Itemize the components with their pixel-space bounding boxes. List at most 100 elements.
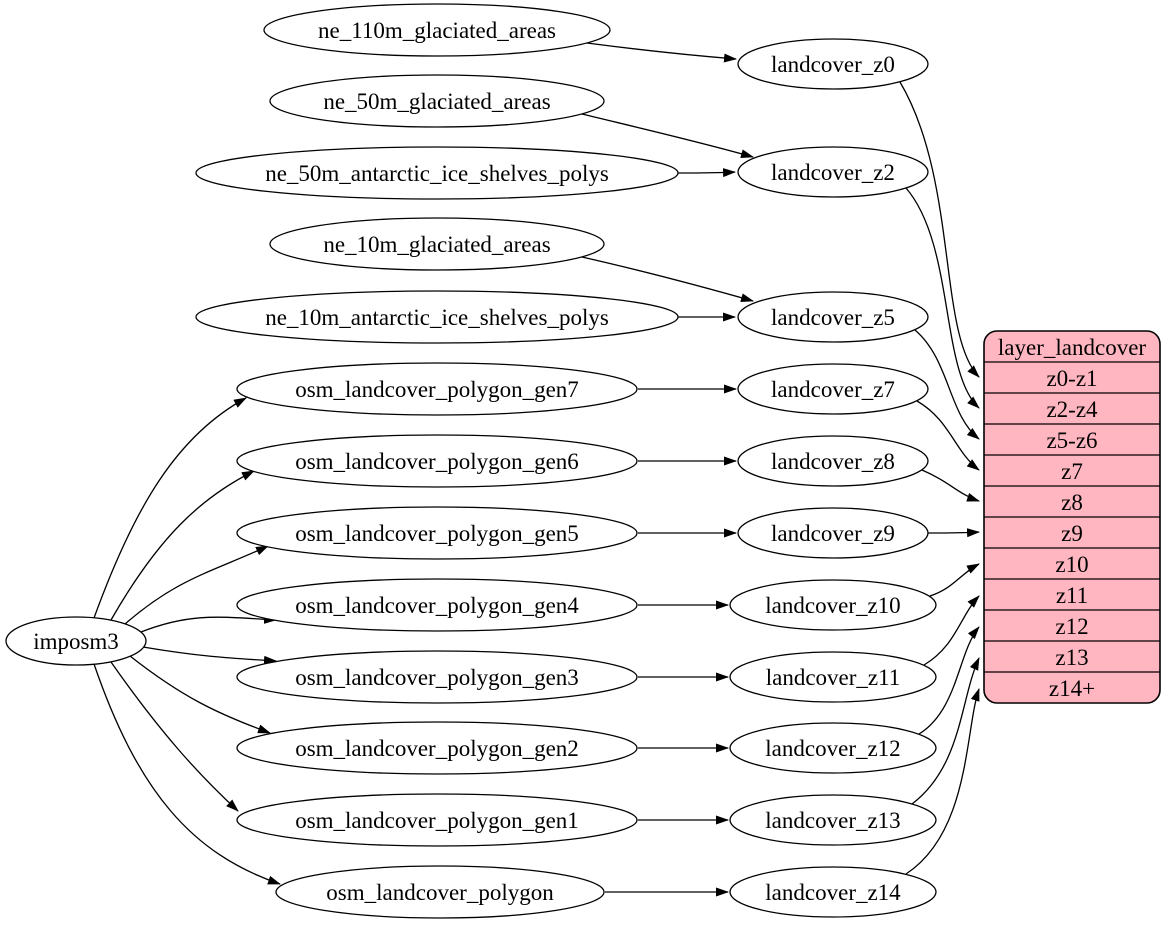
- node-landcover-z10-label: landcover_z10: [765, 593, 900, 618]
- node-ne-10m-antarctic-ice-shelves-polys-shape: [195, 290, 679, 344]
- table-row-z7: z7: [1061, 459, 1083, 484]
- node-landcover-z2: landcover_z2: [737, 146, 929, 198]
- edge-ne110m-glaciated-to-landcover-z0: [586, 42, 737, 63]
- node-landcover-z9-shape: [737, 507, 929, 559]
- edge-imposm3-to-gen4: [140, 614, 277, 633]
- layer-landcover-table: layer_landcover z0-z1 z2-z4 z5-z6 z7 z8 …: [983, 330, 1161, 704]
- node-landcover-z13-shape: [729, 794, 937, 846]
- node-osm-landcover-polygon-gen5: osm_landcover_polygon_gen5: [236, 506, 638, 560]
- node-imposm3: imposm3: [5, 616, 147, 666]
- node-landcover-z10-shape: [729, 579, 937, 631]
- table-row-z0-z1: z0-z1: [1046, 366, 1097, 391]
- edge-landcover-z7-to-row-z7: [916, 400, 980, 471]
- node-osm-landcover-polygon-gen3: osm_landcover_polygon_gen3: [236, 650, 638, 704]
- edge-ne50m-antarctic-to-landcover-z2: [677, 168, 736, 178]
- node-landcover-z8: landcover_z8: [737, 435, 929, 487]
- node-osm-landcover-polygon-gen7-shape: [236, 362, 638, 416]
- table-row-z13: z13: [1055, 645, 1088, 670]
- node-landcover-z9-label: landcover_z9: [771, 521, 895, 546]
- node-osm-landcover-polygon-gen6-label: osm_landcover_polygon_gen6: [295, 449, 579, 474]
- table-row-z12: z12: [1055, 614, 1088, 639]
- edge-imposm3-to-polygon: [93, 663, 281, 885]
- node-osm-landcover-polygon-gen6: osm_landcover_polygon_gen6: [236, 434, 638, 488]
- node-osm-landcover-polygon-gen3-label: osm_landcover_polygon_gen3: [295, 665, 579, 690]
- node-landcover-z11-label: landcover_z11: [766, 665, 901, 690]
- node-landcover-z7-shape: [737, 363, 929, 415]
- node-osm-landcover-polygon-label: osm_landcover_polygon: [326, 880, 554, 905]
- table-row-z9: z9: [1061, 521, 1083, 546]
- node-landcover-z5-label: landcover_z5: [771, 305, 895, 330]
- node-ne-110m-glaciated-areas: ne_110m_glaciated_areas: [263, 3, 611, 57]
- node-ne-10m-antarctic-ice-shelves-polys-label: ne_10m_antarctic_ice_shelves_polys: [265, 305, 609, 330]
- node-landcover-z12-shape: [729, 722, 937, 774]
- edge-landcover-z11-to-row-z11: [923, 595, 980, 666]
- edge-landcover-z10-to-row-z10: [929, 563, 980, 597]
- table-row-z2-z4: z2-z4: [1046, 397, 1098, 422]
- node-osm-landcover-polygon-gen2: osm_landcover_polygon_gen2: [236, 721, 638, 775]
- node-ne-50m-glaciated-areas: ne_50m_glaciated_areas: [269, 74, 605, 128]
- node-landcover-z12-label: landcover_z12: [765, 736, 900, 761]
- edge-imposm3-to-gen6: [110, 470, 255, 621]
- edge-landcover-z12-to-row-z12: [918, 626, 980, 735]
- node-osm-landcover-polygon-gen6-shape: [236, 434, 638, 488]
- table-row-z14plus: z14+: [1049, 676, 1095, 701]
- edge-ne10m-glaciated-to-landcover-z5: [581, 256, 754, 303]
- node-landcover-z10: landcover_z10: [729, 579, 937, 631]
- node-landcover-z2-shape: [737, 146, 929, 198]
- node-ne-10m-glaciated-areas-label: ne_10m_glaciated_areas: [323, 232, 550, 257]
- edge-landcover-z5-to-row-z5-z6: [914, 329, 980, 440]
- node-landcover-z9: landcover_z9: [737, 507, 929, 559]
- node-osm-landcover-polygon-gen4: osm_landcover_polygon_gen4: [236, 578, 638, 632]
- node-landcover-z13: landcover_z13: [729, 794, 937, 846]
- node-osm-landcover-polygon-gen7: osm_landcover_polygon_gen7: [236, 362, 638, 416]
- node-landcover-z2-label: landcover_z2: [771, 160, 895, 185]
- node-landcover-z8-label: landcover_z8: [771, 449, 895, 474]
- table-row-z5-z6: z5-z6: [1046, 428, 1097, 453]
- node-landcover-z14: landcover_z14: [729, 866, 937, 918]
- node-osm-landcover-polygon-gen1: osm_landcover_polygon_gen1: [236, 793, 638, 847]
- edge-landcover-z13-to-row-z13: [911, 657, 980, 805]
- node-osm-landcover-polygon-gen4-shape: [236, 578, 638, 632]
- node-ne-110m-glaciated-areas-label: ne_110m_glaciated_areas: [318, 18, 556, 43]
- node-ne-50m-antarctic-ice-shelves-polys: ne_50m_antarctic_ice_shelves_polys: [195, 146, 679, 200]
- node-landcover-z8-shape: [737, 435, 929, 487]
- node-landcover-z14-label: landcover_z14: [765, 880, 901, 905]
- edge-landcover-z8-to-row-z8: [921, 469, 980, 502]
- node-ne-50m-antarctic-ice-shelves-polys-shape: [195, 146, 679, 200]
- node-landcover-z14-shape: [729, 866, 937, 918]
- node-landcover-z0-shape: [737, 38, 929, 90]
- edge-landcover-z0-to-row-z0-z1: [899, 81, 980, 378]
- node-osm-landcover-polygon-gen5-label: osm_landcover_polygon_gen5: [295, 521, 579, 546]
- table-row-z10: z10: [1055, 552, 1088, 577]
- node-osm-landcover-polygon-gen4-label: osm_landcover_polygon_gen4: [295, 593, 579, 618]
- node-ne-10m-glaciated-areas: ne_10m_glaciated_areas: [269, 217, 605, 271]
- node-osm-landcover-polygon-gen7-label: osm_landcover_polygon_gen7: [295, 377, 579, 402]
- edge-landcover-z2-to-row-z2-z4: [905, 187, 980, 409]
- node-osm-landcover-polygon-gen1-shape: [236, 793, 638, 847]
- node-osm-landcover-polygon-gen2-label: osm_landcover_polygon_gen2: [295, 736, 579, 761]
- node-ne-50m-glaciated-areas-shape: [269, 74, 605, 128]
- node-landcover-z5-shape: [737, 291, 929, 343]
- node-osm-landcover-polygon: osm_landcover_polygon: [275, 865, 605, 919]
- node-ne-10m-glaciated-areas-shape: [269, 217, 605, 271]
- edge-imposm3-to-gen3: [142, 646, 277, 665]
- node-ne-50m-glaciated-areas-label: ne_50m_glaciated_areas: [323, 89, 550, 114]
- edge-imposm3-to-gen5: [124, 545, 269, 625]
- layer-landcover-table-title: layer_landcover: [998, 335, 1146, 360]
- node-osm-landcover-polygon-gen5-shape: [236, 506, 638, 560]
- node-landcover-z13-label: landcover_z13: [765, 808, 900, 833]
- node-imposm3-shape: [5, 616, 147, 666]
- table-row-z8: z8: [1061, 490, 1083, 515]
- edge-ne50m-glaciated-to-landcover-z2: [581, 113, 754, 159]
- node-ne-10m-antarctic-ice-shelves-polys: ne_10m_antarctic_ice_shelves_polys: [195, 290, 679, 344]
- edge-landcover-z14-to-row-z14plus: [905, 688, 980, 875]
- node-landcover-z12: landcover_z12: [729, 722, 937, 774]
- node-imposm3-label: imposm3: [33, 629, 119, 654]
- node-landcover-z5: landcover_z5: [737, 291, 929, 343]
- node-osm-landcover-polygon-gen2-shape: [236, 721, 638, 775]
- node-ne-50m-antarctic-ice-shelves-polys-label: ne_50m_antarctic_ice_shelves_polys: [265, 161, 609, 186]
- edge-landcover-z9-to-row-z9: [927, 528, 980, 538]
- node-landcover-z7-label: landcover_z7: [771, 377, 895, 402]
